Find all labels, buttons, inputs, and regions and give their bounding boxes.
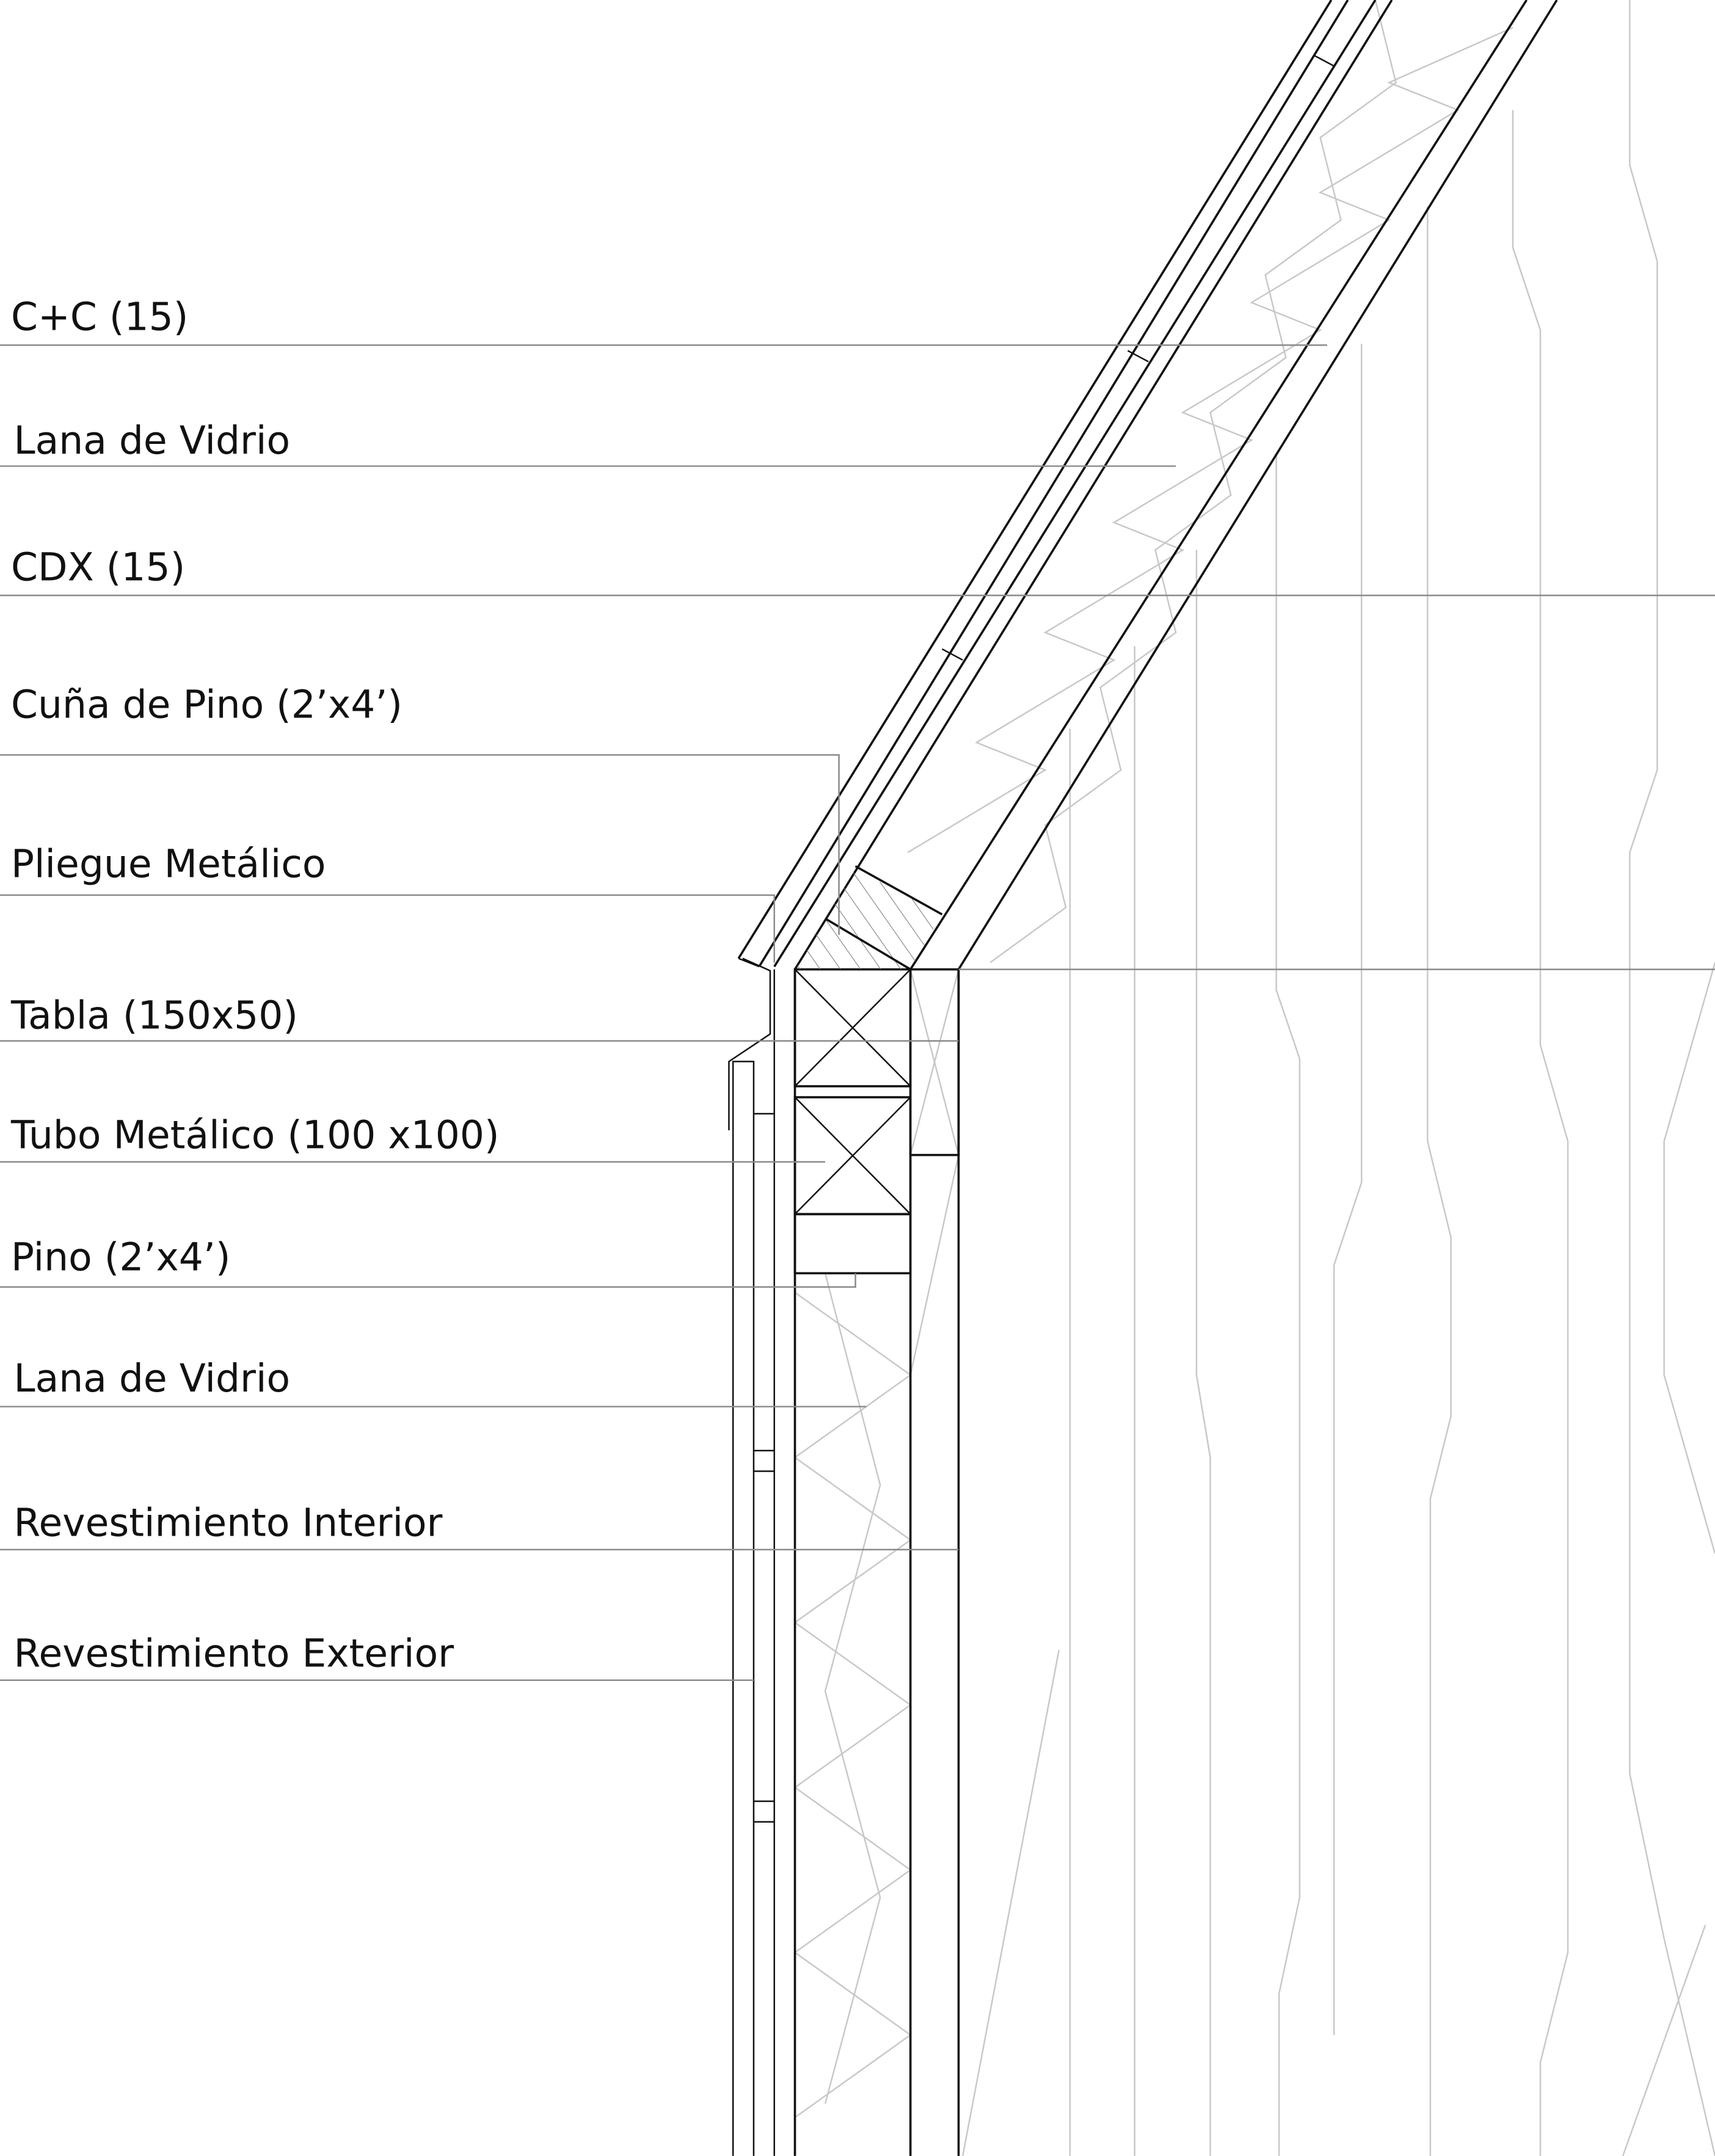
label-revestimiento-interior: Revestimiento Interior [14, 1500, 443, 1545]
material-labels: C+C (15) Lana de Vidrio CDX (15) Cuña de… [0, 294, 1715, 1682]
background-insulation-pattern [793, 0, 1715, 2156]
label-lana-de-vidrio-wall: Lana de Vidrio [14, 1356, 291, 1401]
label-revestimiento-exterior: Revestimiento Exterior [14, 1630, 454, 1675]
roof-section [737, 0, 1715, 971]
label-cc: C+C (15) [11, 294, 188, 339]
label-pino: Pino (2’x4’) [11, 1235, 231, 1280]
wall-section [728, 957, 960, 2156]
label-cuna-de-pino: Cuña de Pino (2’x4’) [11, 682, 402, 727]
pino-block [793, 1213, 912, 1275]
label-tabla: Tabla (150x50) [10, 992, 298, 1037]
label-lana-de-vidrio-roof: Lana de Vidrio [14, 418, 291, 463]
label-tubo-metalico: Tubo Metálico (100 x100) [10, 1112, 500, 1157]
label-cdx: CDX (15) [11, 544, 185, 589]
label-pliegue-metalico: Pliegue Metálico [11, 841, 326, 887]
